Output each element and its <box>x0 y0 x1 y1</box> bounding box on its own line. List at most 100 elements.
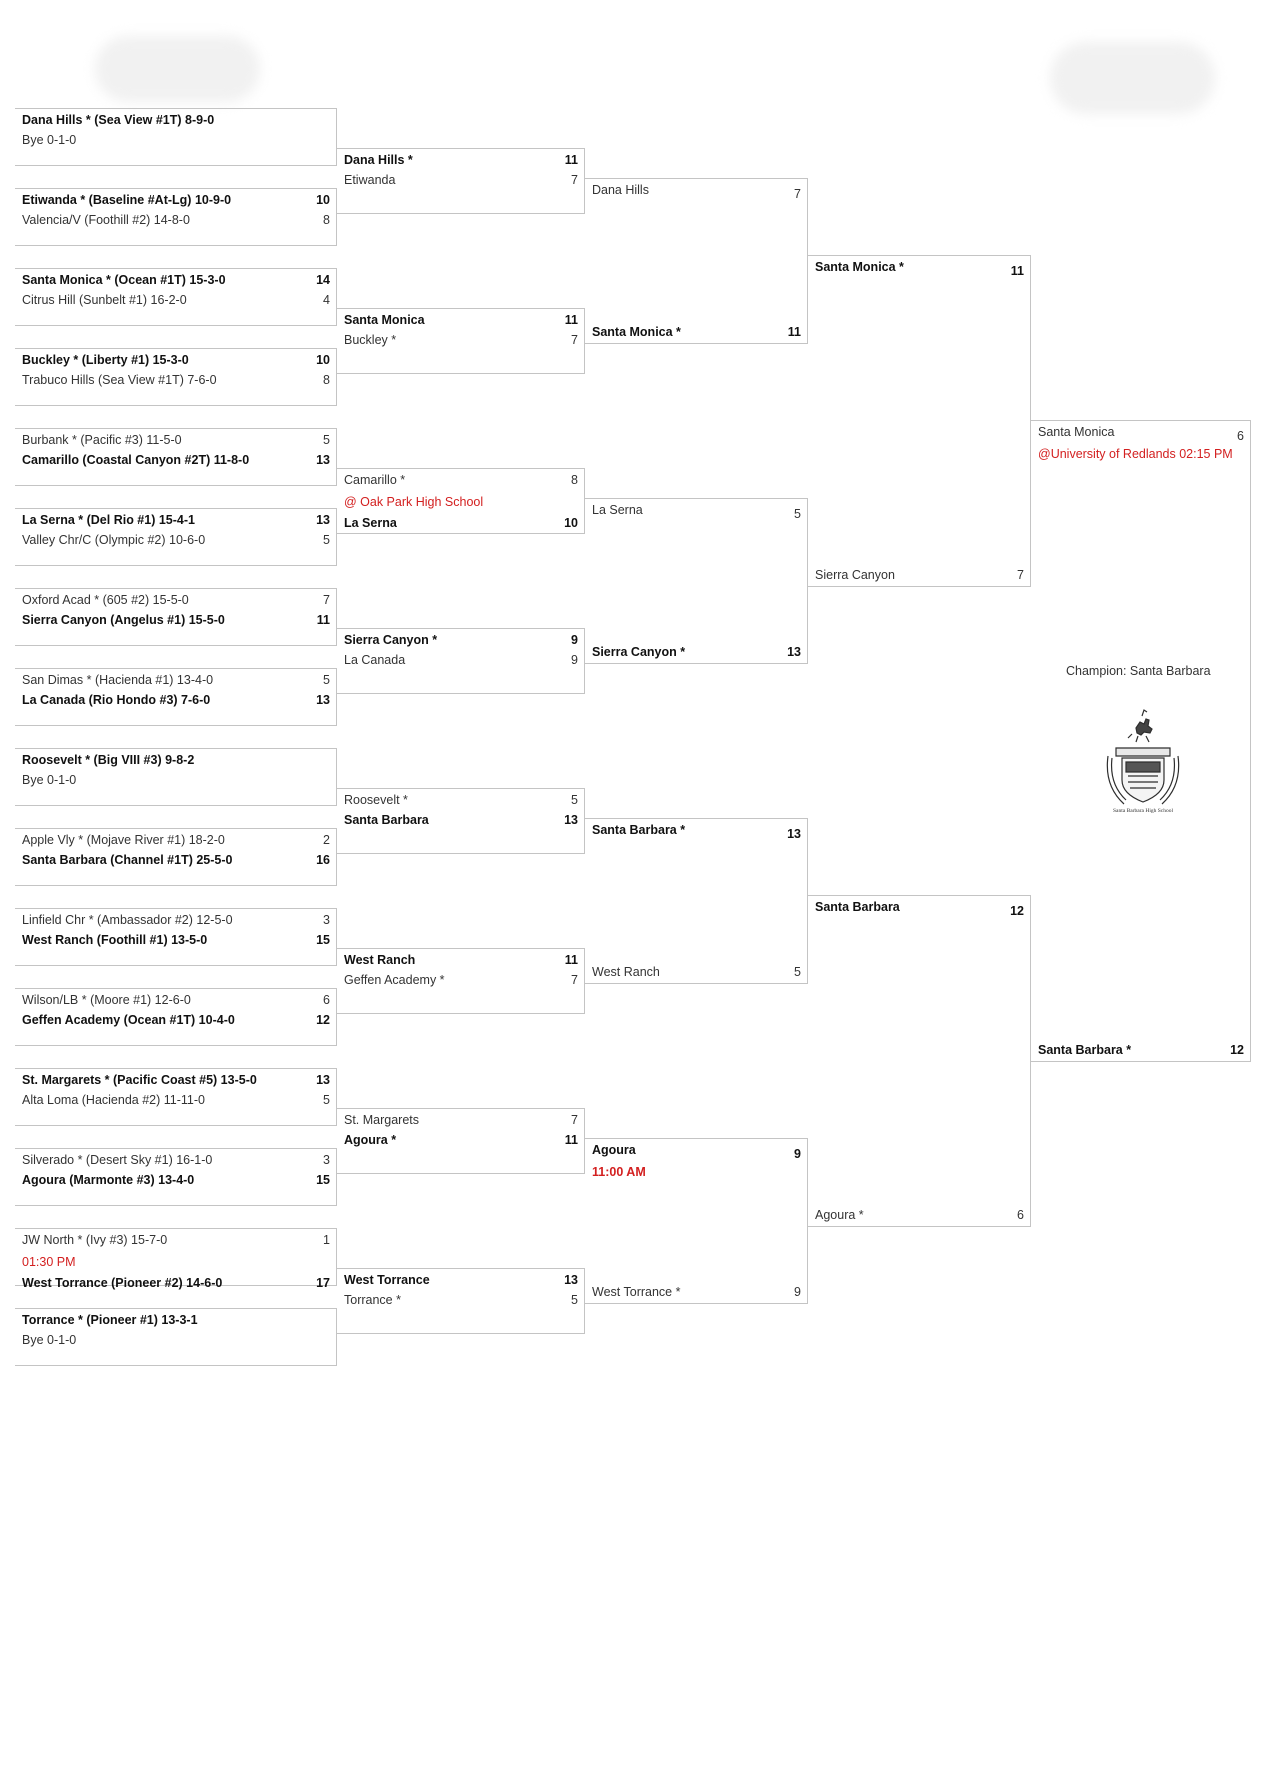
team-name: Sierra Canyon * <box>592 645 686 659</box>
team-name: Sierra Canyon (Angelus #1) 15-5-0 <box>22 613 225 627</box>
game-time-note: @University of Redlands 02:15 PM <box>1038 447 1233 461</box>
team-score: 8 <box>571 473 578 487</box>
team-name: Agoura * <box>344 1133 397 1147</box>
team-score: 13 <box>316 1073 330 1087</box>
team-score: 2 <box>323 833 330 847</box>
team-score: 14 <box>316 273 330 287</box>
team-name: Dana Hills * (Sea View #1T) 8-9-0 <box>22 113 215 127</box>
team-score: 7 <box>794 187 801 201</box>
team-name: Agoura <box>592 1143 636 1157</box>
team-name: Santa Barbara <box>344 813 429 827</box>
team-name: Valencia/V (Foothill #2) 14-8-0 <box>22 213 190 227</box>
team-score: 7 <box>571 173 578 187</box>
matchup-box <box>15 508 337 566</box>
team-score: 5 <box>323 433 330 447</box>
matchup-box <box>15 1148 337 1206</box>
team-score: 13 <box>316 693 330 707</box>
team-name: Agoura * <box>815 1208 864 1222</box>
matchup-box <box>337 308 585 374</box>
matchup-box <box>15 348 337 406</box>
matchup-box <box>1031 420 1251 1062</box>
matchup-box <box>337 948 585 1014</box>
team-score: 5 <box>794 965 801 979</box>
logo-text: Santa Barbara High School <box>1113 808 1173 814</box>
matchup-box <box>585 1138 808 1304</box>
team-name: Burbank * (Pacific #3) 11-5-0 <box>22 433 182 447</box>
team-name: La Canada (Rio Hondo #3) 7-6-0 <box>22 693 211 707</box>
team-name: Linfield Chr * (Ambassador #2) 12-5-0 <box>22 913 233 927</box>
team-score: 11 <box>564 153 578 167</box>
team-name: Buckley * (Liberty #1) 15-3-0 <box>22 353 189 367</box>
team-score: 11 <box>564 313 578 327</box>
game-time-note: 01:30 PM <box>22 1255 76 1269</box>
team-score: 6 <box>323 993 330 1007</box>
team-name: Santa Monica <box>344 313 425 327</box>
team-name: Torrance * (Pioneer #1) 13-3-1 <box>22 1313 198 1327</box>
team-name: Roosevelt * (Big VIII #3) 9-8-2 <box>22 753 195 767</box>
team-name: Buckley * <box>344 333 397 347</box>
team-score: 4 <box>323 293 330 307</box>
matchup-box <box>585 178 808 344</box>
matchup-box <box>337 628 585 694</box>
team-score: 7 <box>571 333 578 347</box>
team-score: 10 <box>564 516 578 530</box>
team-name: Santa Monica <box>1038 425 1115 439</box>
game-time-note: 11:00 AM <box>592 1165 646 1179</box>
team-name: Santa Monica * <box>592 325 681 339</box>
team-name: Dana Hills * <box>344 153 413 167</box>
team-name: West Torrance * <box>592 1285 681 1299</box>
team-score: 9 <box>794 1285 801 1299</box>
matchup-box <box>15 828 337 886</box>
team-name: Geffen Academy * <box>344 973 445 987</box>
team-name: Etiwanda * (Baseline #At-Lg) 10-9-0 <box>22 193 232 207</box>
team-score: 12 <box>1010 904 1024 918</box>
team-score: 13 <box>787 645 801 659</box>
team-name: JW North * (Ivy #3) 15-7-0 <box>22 1233 168 1247</box>
team-name: West Torrance (Pioneer #2) 14-6-0 <box>22 1276 223 1290</box>
team-score: 13 <box>316 453 330 467</box>
team-score: 8 <box>323 373 330 387</box>
team-score: 12 <box>1230 1043 1244 1057</box>
matchup-box <box>337 1108 585 1174</box>
matchup-box <box>15 1068 337 1126</box>
team-name: La Serna <box>344 516 397 530</box>
team-name: Geffen Academy (Ocean #1T) 10-4-0 <box>22 1013 235 1027</box>
team-name: Etiwanda <box>344 173 396 187</box>
matchup-box <box>585 498 808 664</box>
team-score: 9 <box>794 1147 801 1161</box>
team-score: 8 <box>323 213 330 227</box>
team-name: Santa Barbara * <box>1038 1043 1132 1057</box>
team-name: Camarillo * <box>344 473 406 487</box>
team-name: Sierra Canyon <box>815 568 895 582</box>
team-name: Trabuco Hills (Sea View #1T) 7-6-0 <box>22 373 217 387</box>
team-name: Citrus Hill (Sunbelt #1) 16-2-0 <box>22 293 187 307</box>
team-name: Camarillo (Coastal Canyon #2T) 11-8-0 <box>22 453 250 467</box>
team-score: 11 <box>787 325 801 339</box>
team-score: 5 <box>571 793 578 807</box>
matchup-box <box>15 1308 337 1366</box>
team-name: Apple Vly * (Mojave River #1) 18-2-0 <box>22 833 225 847</box>
matchup-box <box>585 818 808 984</box>
team-name: Roosevelt * <box>344 793 408 807</box>
team-score: 3 <box>323 913 330 927</box>
team-score: 1 <box>323 1233 330 1247</box>
team-score: 16 <box>316 853 330 867</box>
team-name: La Canada <box>344 653 406 667</box>
team-name: Santa Monica * <box>815 260 904 274</box>
team-score: 5 <box>323 673 330 687</box>
team-score: 5 <box>323 1093 330 1107</box>
blurred-header-left <box>95 36 260 102</box>
matchup-box <box>15 108 337 166</box>
team-name: Bye 0-1-0 <box>22 133 77 147</box>
team-score: 3 <box>323 1153 330 1167</box>
team-score: 6 <box>1237 429 1244 443</box>
team-score: 7 <box>571 973 578 987</box>
matchup-box <box>15 988 337 1046</box>
team-name: San Dimas * (Hacienda #1) 13-4-0 <box>22 673 214 687</box>
team-name: La Serna <box>592 503 643 517</box>
team-score: 10 <box>316 193 330 207</box>
team-score: 11 <box>564 1133 578 1147</box>
matchup-box <box>15 748 337 806</box>
team-name: Sierra Canyon * <box>344 633 438 647</box>
matchup-box <box>337 1268 585 1334</box>
